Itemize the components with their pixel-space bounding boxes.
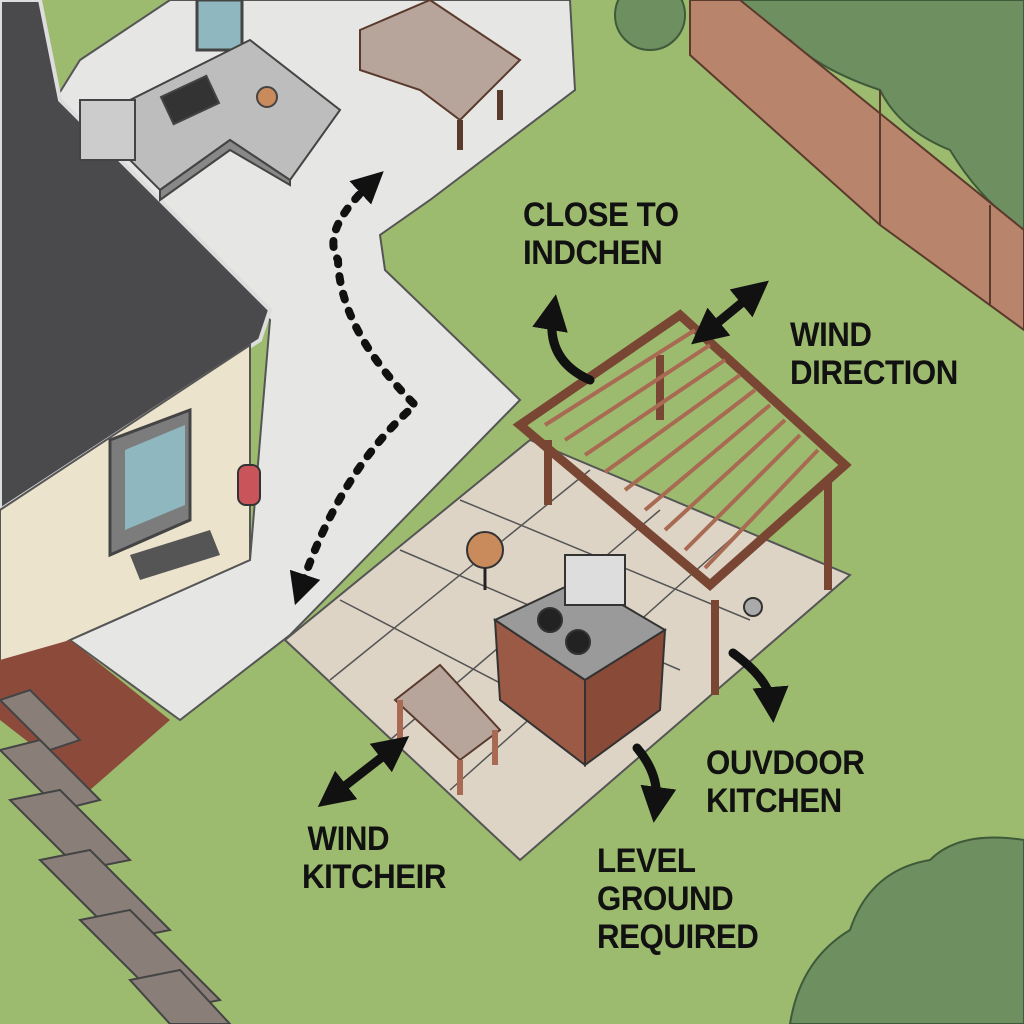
door-mat [130, 530, 220, 580]
label-close-to-kitchen: CLOSE TO INDCHEN [523, 196, 679, 272]
stepping-stones [0, 688, 232, 1024]
close-to-kitchen-arrow [532, 294, 595, 385]
label-line: KITCHEN [706, 782, 842, 820]
level-ground-arrow [632, 743, 677, 823]
label-level-ground-required: LEVEL GROUND REQUIRED [597, 842, 759, 956]
window [195, 0, 244, 52]
outdoor-kitchen-arrow [728, 648, 789, 723]
gas-cylinder [237, 464, 261, 506]
label-line: OUVDOOR [706, 744, 865, 782]
fire-bowl [466, 531, 504, 569]
foot-traffic-path-arrow [289, 171, 421, 606]
label-line: REQUIRED [597, 918, 759, 956]
label-line: CLOSE TO [523, 196, 679, 234]
label-wind-direction: WIND DIRECTION [790, 316, 958, 392]
wooden-fence [689, 0, 1024, 332]
label-outdoor-kitchen: OUVDOOR KITCHEN [706, 744, 865, 820]
lounge-sofa [359, 0, 522, 150]
label-line: DIRECTION [790, 354, 958, 392]
label-line: LEVEL [597, 842, 696, 880]
indoor-style-kitchen-counter [79, 38, 342, 202]
label-line: INDCHEN [523, 234, 663, 272]
label-line: WIND [307, 820, 390, 858]
label-line: KITCHEIR [302, 858, 447, 896]
annotation-arrows [289, 171, 789, 823]
bushes-bottom-right [788, 836, 1024, 1024]
wind-kitchen-arrow [317, 735, 410, 808]
label-line: GROUND [597, 880, 734, 918]
label-line: WIND [790, 316, 872, 354]
wind-direction-arrow [691, 280, 769, 345]
outdoor-kitchen-island [492, 554, 667, 768]
label-wind-kitchen: WIND KITCHEIR [302, 820, 446, 896]
hanging-planter [743, 597, 763, 617]
pergola [512, 309, 852, 695]
